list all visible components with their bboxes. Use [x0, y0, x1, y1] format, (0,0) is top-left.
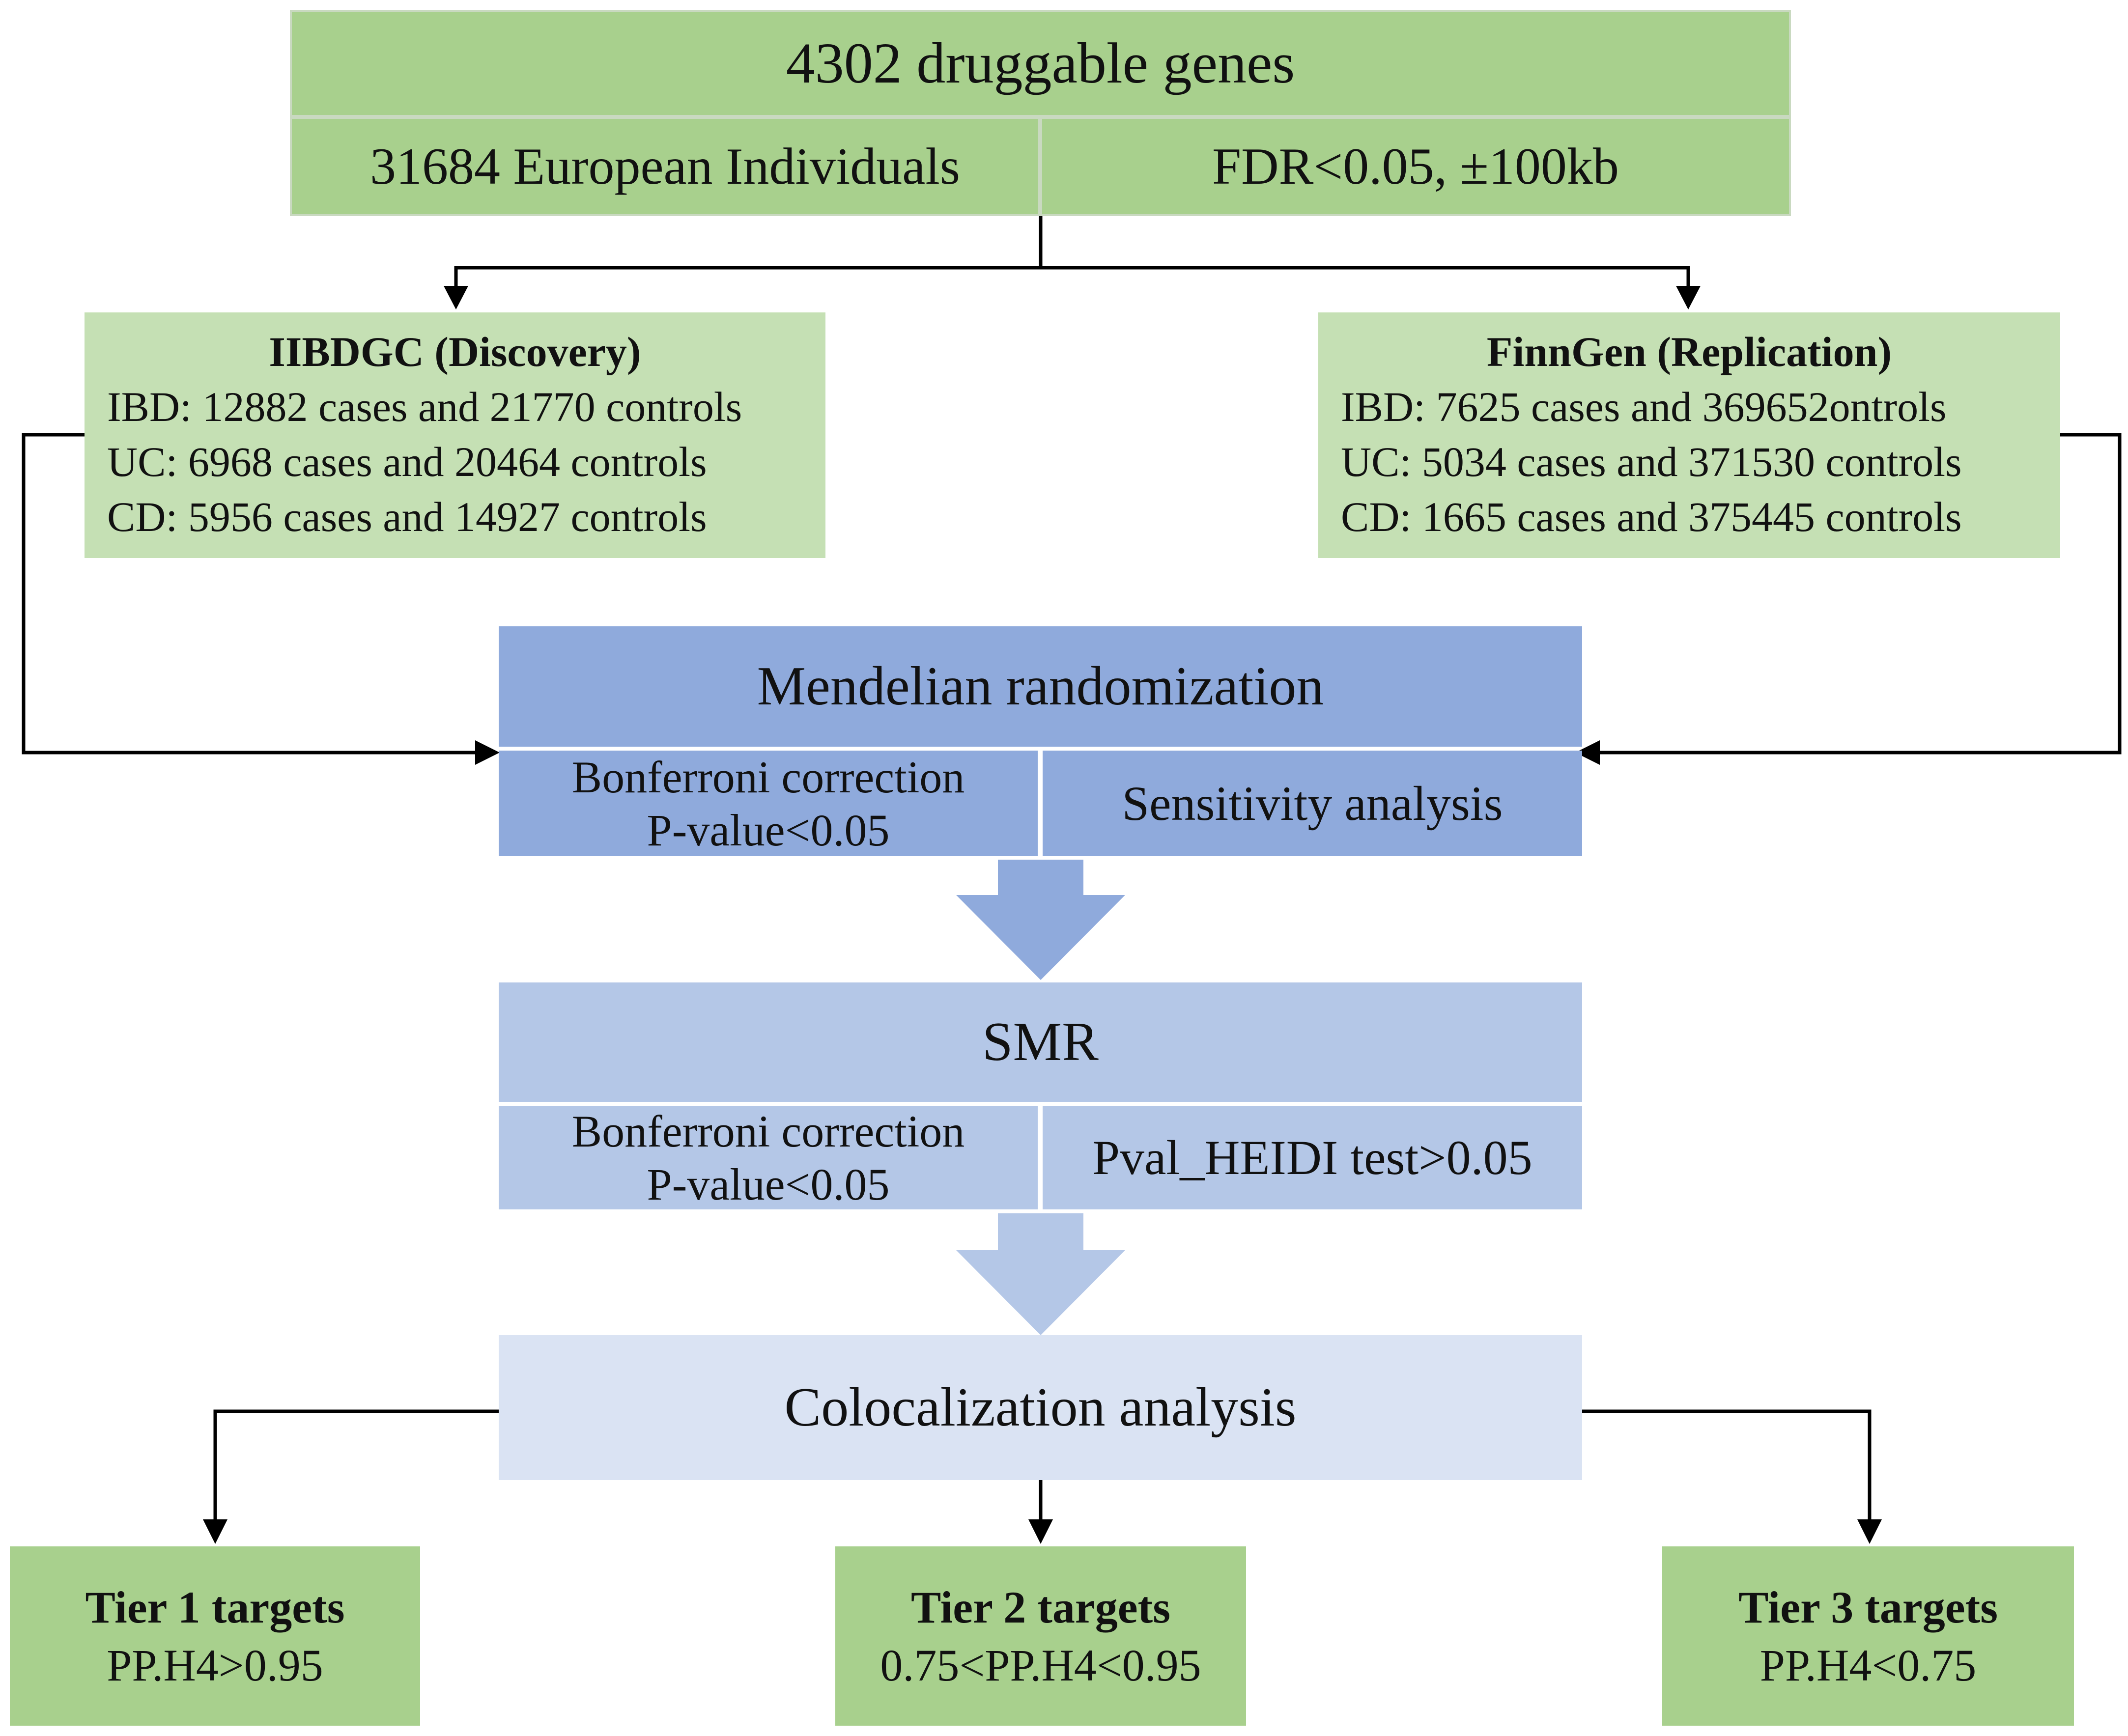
- replication-heading: FinnGen (Replication): [1486, 328, 1892, 375]
- connector-lines: [22, 216, 2122, 1522]
- druggable-genes-title: 4302 druggable genes: [786, 31, 1295, 95]
- colocalization-box: Colocalization analysis: [499, 1335, 1582, 1480]
- mr-bonferroni-line1: Bonferroni correction: [571, 752, 965, 802]
- smr-bonferroni-line1: Bonferroni correction: [571, 1106, 965, 1156]
- top-to-replication-line: [1041, 266, 1690, 290]
- top-to-discovery-line: [454, 266, 1041, 290]
- tier2-heading: Tier 2 targets: [910, 1582, 1170, 1632]
- tier2-box: Tier 2 targets 0.75<PP.H4<0.95: [835, 1546, 1246, 1726]
- mr-bonferroni-line2: P-value<0.05: [647, 805, 890, 855]
- arrowhead-replication: [1676, 286, 1701, 309]
- tier3-box: Tier 3 targets PP.H4<0.75: [1662, 1546, 2074, 1726]
- european-individuals-text: 31684 European Individuals: [369, 138, 961, 195]
- smr-bonferroni-line2: P-value<0.05: [647, 1159, 890, 1209]
- smr-heidi-text: Pval_HEIDI test>0.05: [1092, 1130, 1532, 1185]
- coloc-to-tier1-line: [213, 1409, 499, 1522]
- smr-title-box: SMR: [499, 982, 1582, 1102]
- replication-uc-line: UC: 5034 cases and 371530 controls: [1341, 438, 1962, 485]
- tier3-heading: Tier 3 targets: [1738, 1582, 1998, 1632]
- discovery-ibd-line: IBD: 12882 cases and 21770 controls: [107, 383, 742, 430]
- discovery-cohort-box: IIBDGC (Discovery) IBD: 12882 cases and …: [85, 312, 825, 558]
- colocalization-title: Colocalization analysis: [784, 1377, 1297, 1438]
- coloc-to-tier3-line: [1582, 1409, 1872, 1522]
- discovery-cd-line: CD: 5956 cases and 14927 controls: [107, 493, 707, 540]
- replication-cd-line: CD: 1665 cases and 375445 controls: [1341, 493, 1962, 540]
- fdr-threshold-cell: FDR<0.05, ±100kb: [1040, 117, 1791, 216]
- tier3-criterion: PP.H4<0.75: [1759, 1640, 1977, 1690]
- arrowhead-mr-right: [1575, 740, 1600, 765]
- arrowhead-discovery: [444, 286, 468, 309]
- tier1-box: Tier 1 targets PP.H4>0.95: [10, 1546, 420, 1726]
- mr-sensitivity-cell: Sensitivity analysis: [1043, 751, 1582, 856]
- replication-cohort-box: FinnGen (Replication) IBD: 7625 cases an…: [1318, 312, 2060, 558]
- replication-to-mr-line: [1596, 433, 2122, 755]
- discovery-heading: IIBDGC (Discovery): [269, 328, 641, 375]
- mr-title: Mendelian randomization: [757, 656, 1324, 717]
- mr-title-box: Mendelian randomization: [499, 626, 1582, 747]
- mr-sensitivity-text: Sensitivity analysis: [1122, 776, 1503, 831]
- tier1-heading: Tier 1 targets: [85, 1582, 345, 1632]
- tier2-criterion: 0.75<PP.H4<0.95: [880, 1640, 1201, 1690]
- discovery-to-mr-line: [22, 433, 479, 755]
- arrowhead-tier1: [203, 1519, 227, 1544]
- replication-ibd-line: IBD: 7625 cases and 369652ontrols: [1341, 383, 1947, 430]
- fdr-threshold-text: FDR<0.05, ±100kb: [1212, 138, 1619, 195]
- mr-bonferroni-cell: Bonferroni correction P-value<0.05: [499, 751, 1038, 856]
- tier1-criterion: PP.H4>0.95: [107, 1640, 323, 1690]
- arrowheads: [203, 286, 1882, 1544]
- discovery-uc-line: UC: 6968 cases and 20464 controls: [107, 438, 707, 485]
- arrowhead-mr-left: [475, 740, 500, 765]
- smr-bonferroni-cell: Bonferroni correction P-value<0.05: [499, 1106, 1038, 1209]
- block-arrow-smr-to-coloc: [956, 1213, 1125, 1335]
- arrowhead-tier2: [1028, 1519, 1053, 1544]
- block-arrow-mr-to-smr: [956, 860, 1125, 980]
- arrowhead-tier3: [1857, 1519, 1882, 1544]
- european-individuals-cell: 31684 European Individuals: [290, 117, 1040, 216]
- smr-title: SMR: [982, 1011, 1099, 1072]
- druggable-genes-title-box: 4302 druggable genes: [290, 10, 1791, 117]
- smr-heidi-cell: Pval_HEIDI test>0.05: [1043, 1106, 1582, 1209]
